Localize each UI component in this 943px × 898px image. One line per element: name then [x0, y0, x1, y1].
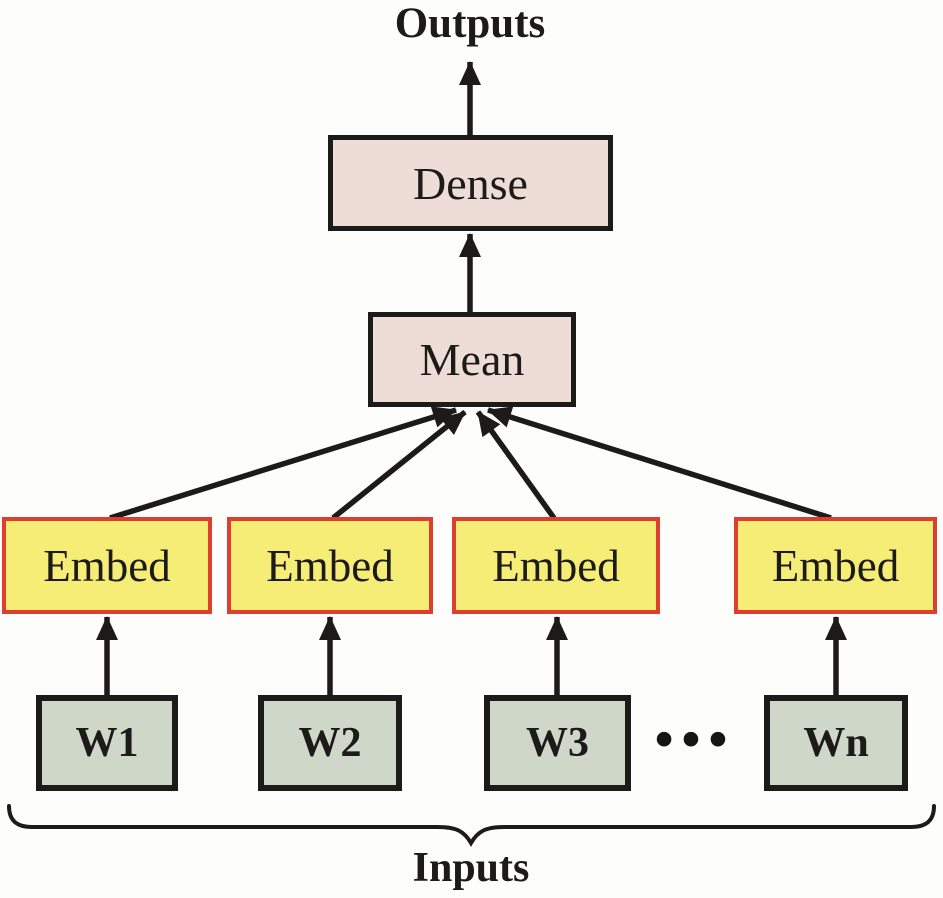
- arrow-embed1-to-mean: [109, 406, 457, 521]
- input-box-w3: W3: [484, 695, 631, 791]
- ellipsis-dots: •••: [654, 709, 736, 769]
- input-box-wn: Wn: [764, 695, 908, 791]
- dense-box: Dense: [328, 135, 613, 231]
- embed-box-2: Embed: [227, 517, 433, 614]
- outputs-label: Outputs: [394, 0, 546, 47]
- arrow-embed3-to-mean: [475, 410, 557, 520]
- arrow-embed2-to-mean: [331, 409, 467, 521]
- embed-box-1: Embed: [2, 517, 212, 614]
- arrow-embed4-to-mean: [487, 406, 832, 521]
- inputs-label: Inputs: [412, 845, 530, 891]
- inputs-brace: [7, 804, 936, 847]
- embed-box-4: Embed: [734, 517, 937, 614]
- embed-box-3: Embed: [452, 517, 660, 614]
- input-box-w1: W1: [36, 695, 178, 791]
- input-box-w2: W2: [258, 695, 402, 791]
- mean-box: Mean: [368, 312, 576, 407]
